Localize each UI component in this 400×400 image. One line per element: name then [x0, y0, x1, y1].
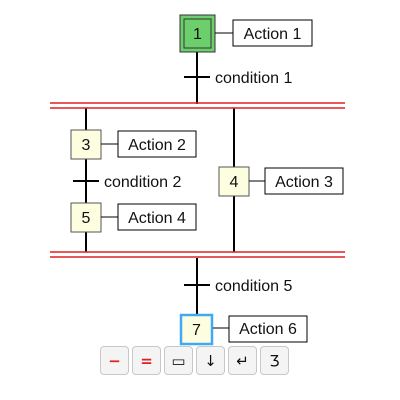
step-number: 7	[192, 322, 201, 339]
transition-icon: ↓	[204, 351, 217, 370]
action-block-4[interactable]: Action 4	[117, 203, 197, 231]
step-3[interactable]: 3	[70, 129, 102, 160]
divergence-or-icon: −	[108, 351, 121, 370]
action-label: Action 3	[275, 174, 333, 191]
transition-5[interactable]: condition 5	[184, 278, 292, 295]
action-block-1[interactable]: Action 1	[232, 19, 313, 47]
step-icon: ▭	[171, 351, 186, 370]
element-toolbar: − = ▭ ↓ ↵ Ʒ	[100, 346, 289, 375]
divergence-or-button[interactable]: −	[100, 346, 129, 375]
action-block-6[interactable]: Action 6	[228, 315, 308, 343]
action-label: Action 6	[239, 321, 297, 338]
transition-1[interactable]: condition 1	[184, 70, 292, 87]
step-5[interactable]: 5	[70, 202, 102, 233]
action-label: Action 1	[244, 26, 302, 43]
step-4[interactable]: 4	[218, 166, 250, 197]
action-label: Action 4	[128, 210, 186, 227]
add-subprogram-button[interactable]: Ʒ	[260, 346, 289, 375]
step-number: 5	[82, 210, 91, 227]
action-label: Action 2	[128, 137, 186, 154]
add-transition-button[interactable]: ↓	[196, 346, 225, 375]
step-1[interactable]: 1	[179, 14, 216, 53]
action-block-3[interactable]: Action 3	[264, 167, 344, 195]
step-number: 4	[230, 174, 239, 191]
condition-label: condition 2	[104, 174, 181, 191]
jump-icon: ↵	[236, 351, 249, 370]
subprogram-icon: Ʒ	[269, 351, 280, 370]
simultaneous-convergence[interactable]	[50, 251, 345, 258]
simultaneous-divergence[interactable]	[50, 102, 345, 109]
divergence-and-button[interactable]: =	[132, 346, 161, 375]
condition-label: condition 5	[215, 278, 292, 295]
transition-2[interactable]: condition 2	[73, 174, 181, 191]
condition-label: condition 1	[215, 70, 292, 87]
step-number: 3	[82, 137, 91, 154]
step-7[interactable]: 7	[179, 313, 214, 346]
add-step-button[interactable]: ▭	[164, 346, 193, 375]
add-jump-button[interactable]: ↵	[228, 346, 257, 375]
action-block-2[interactable]: Action 2	[117, 130, 197, 158]
divergence-and-icon: =	[140, 351, 153, 370]
step-number: 1	[193, 26, 202, 43]
